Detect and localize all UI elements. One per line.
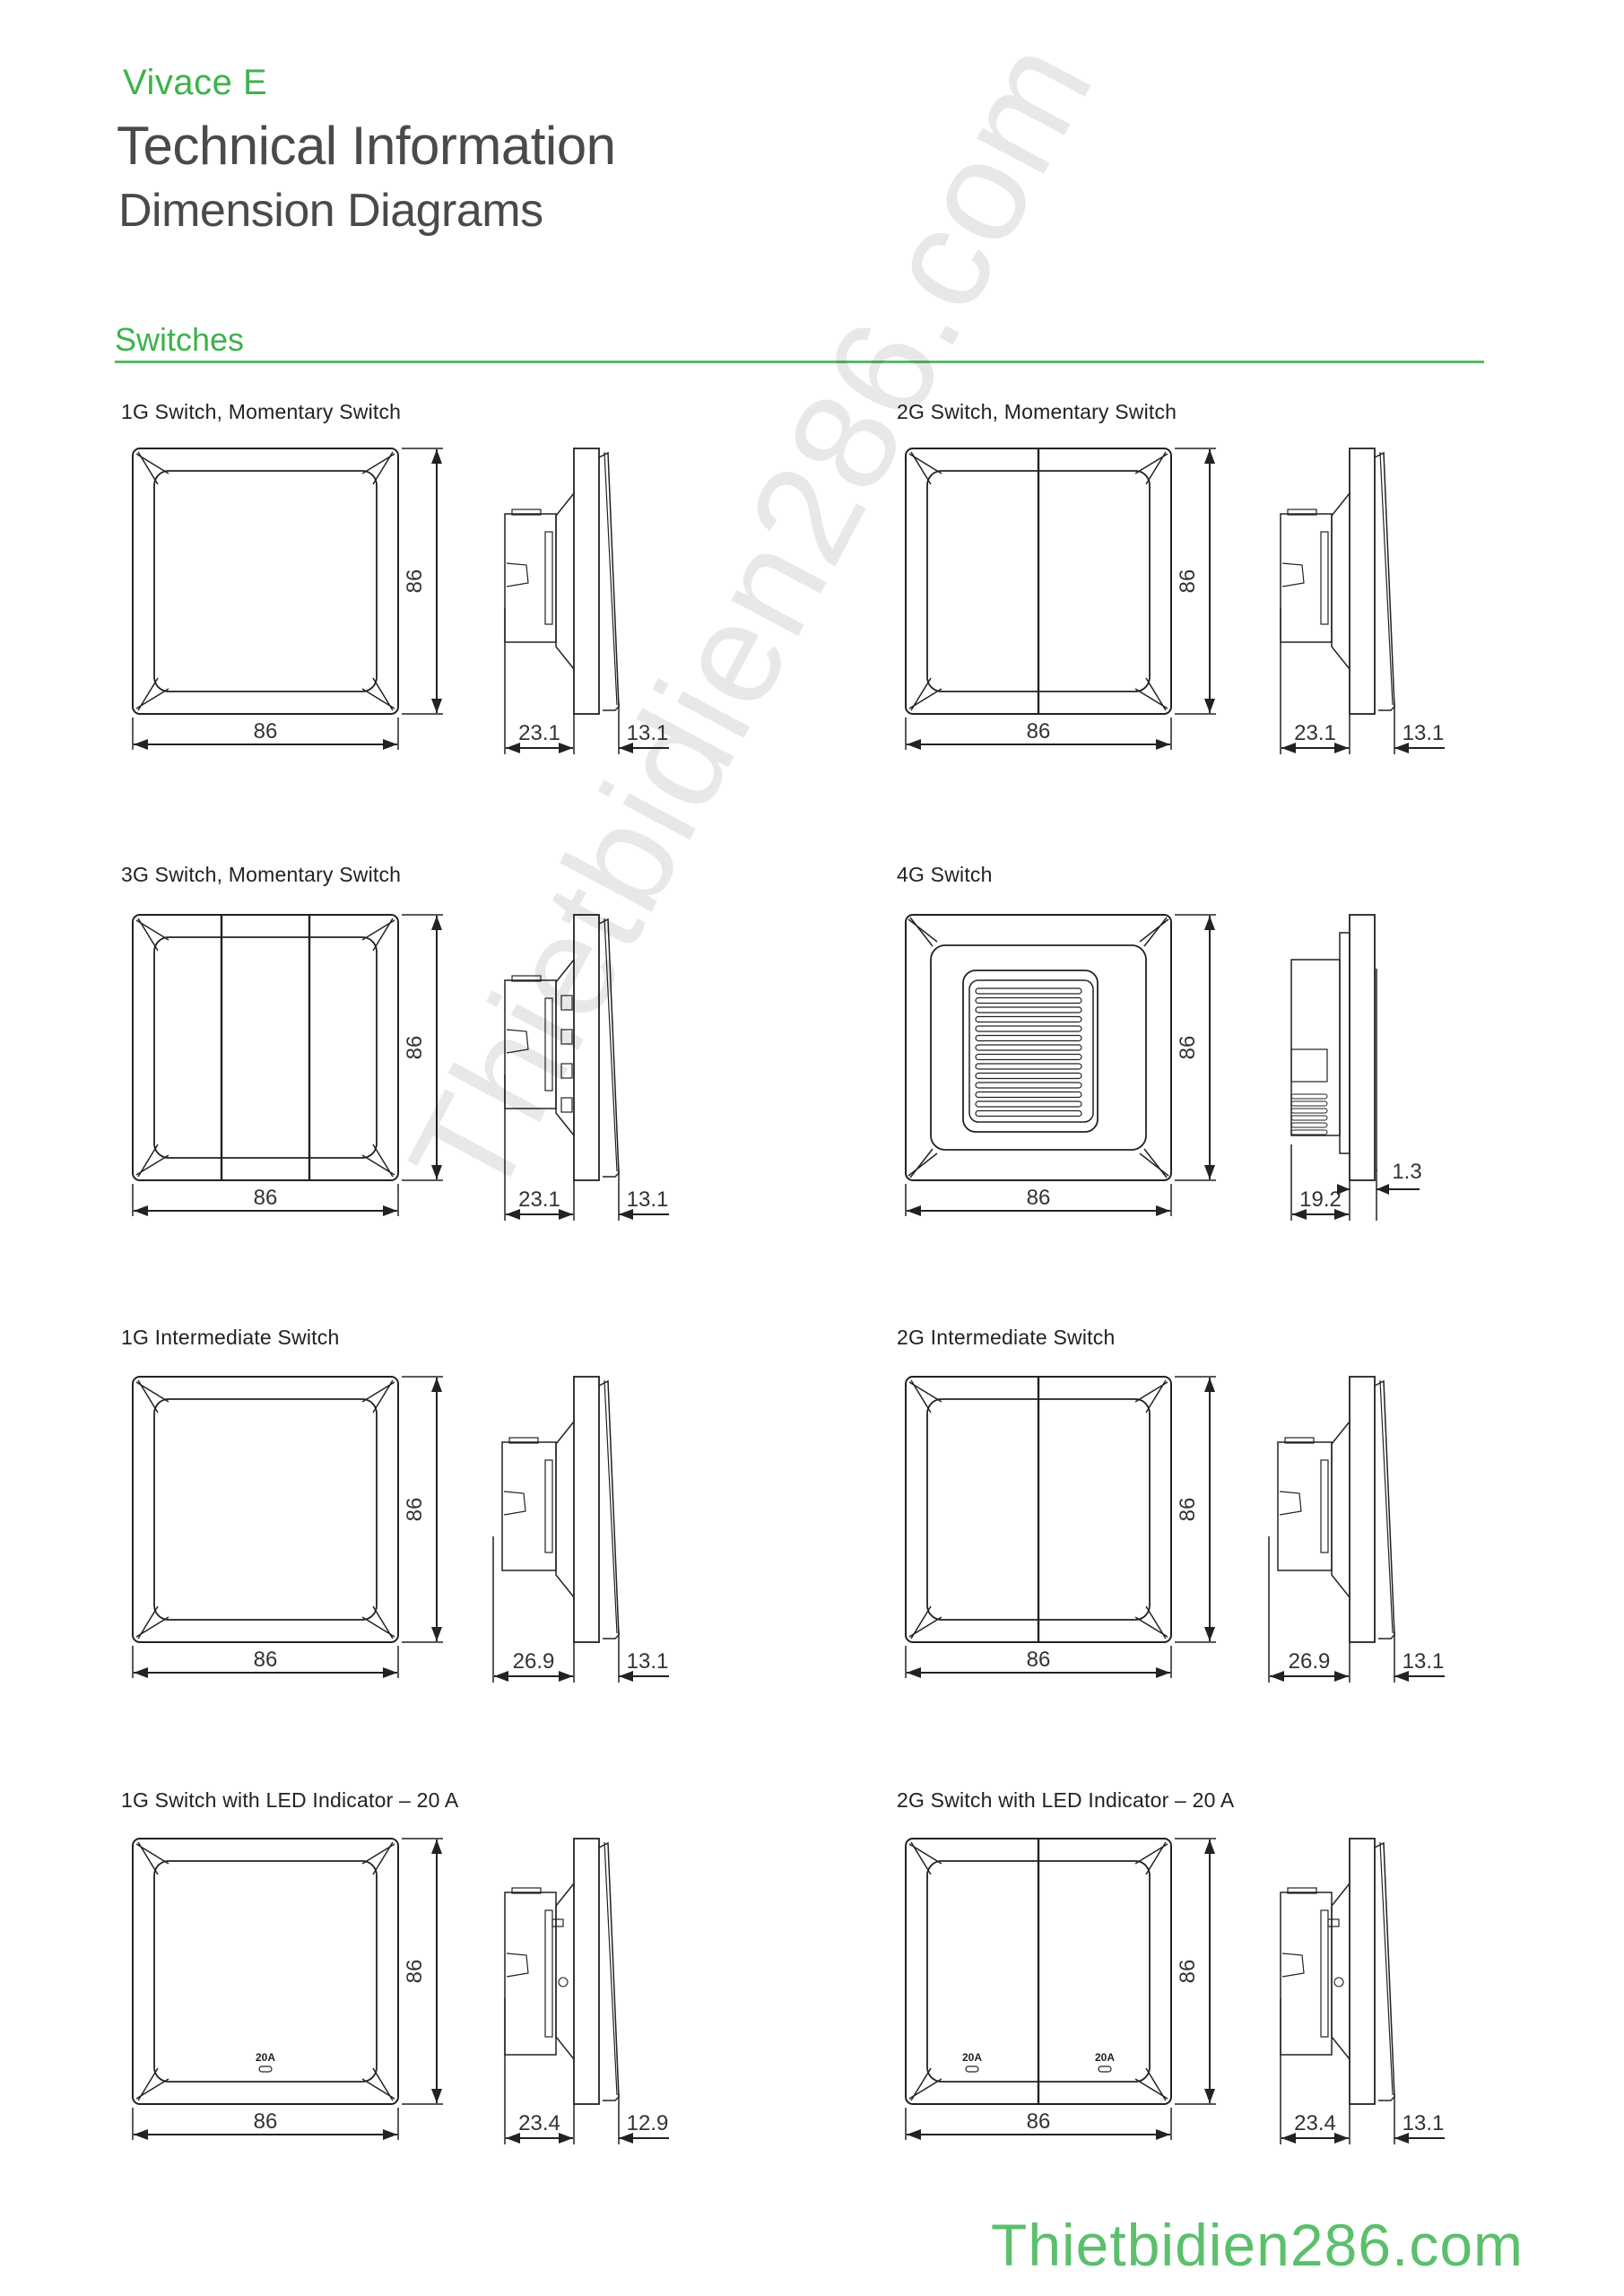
- side-view-diagram: 23.1 13.1: [1179, 448, 1445, 759]
- diagram-title: 1G Switch, Momentary Switch: [121, 400, 402, 423]
- page-title: Technical Information: [117, 116, 616, 176]
- brand-name: Vivace E: [123, 63, 268, 102]
- front-view-diagram: 86 86: [905, 448, 1225, 759]
- side-view-diagram: 23.1 13.1: [404, 448, 669, 759]
- depth-back-dimension: 23.1: [518, 721, 560, 745]
- depth-back-dimension: 26.9: [1289, 1649, 1331, 1674]
- front-view-diagram: 20A 86 86: [132, 1838, 452, 2149]
- side-view-diagram: 19.2 1.3: [1179, 914, 1422, 1225]
- depth-back-dimension: 23.1: [1294, 721, 1336, 745]
- diagram-title: 2G Intermediate Switch: [897, 1326, 1116, 1349]
- height-dimension: 86: [403, 570, 427, 594]
- depth-back-dimension: 19.2: [1299, 1187, 1342, 1212]
- height-dimension: 86: [403, 1960, 427, 1984]
- front-view-diagram: 86 86: [905, 914, 1225, 1225]
- height-dimension: 86: [1176, 1036, 1200, 1060]
- width-dimension: 86: [254, 1186, 278, 1210]
- diagram-title: 1G Switch with LED Indicator – 20 A: [121, 1788, 459, 1812]
- height-dimension: 86: [1176, 1498, 1200, 1522]
- width-dimension: 86: [1027, 719, 1051, 744]
- front-view-diagram: 86 86: [132, 914, 452, 1225]
- front-view-diagram: 86 86: [132, 1376, 452, 1687]
- side-view-diagram: 23.4 12.9: [404, 1838, 669, 2149]
- front-view-diagram: 86 86: [905, 1376, 1225, 1687]
- depth-front-dimension: 13.1: [627, 721, 669, 745]
- diagram-title: 4G Switch: [897, 863, 993, 886]
- depth-front-dimension: 12.9: [627, 2111, 669, 2135]
- width-dimension: 86: [254, 1648, 278, 1672]
- section-divider: [115, 361, 1484, 363]
- diagram-title: 2G Switch with LED Indicator – 20 A: [897, 1788, 1235, 1812]
- diagram-title: 3G Switch, Momentary Switch: [121, 863, 402, 886]
- svg-text:20A: 20A: [256, 2051, 275, 2064]
- depth-front-dimension: 1.3: [1392, 1160, 1421, 1184]
- depth-back-dimension: 23.4: [518, 2111, 560, 2135]
- diagram-title: 1G Intermediate Switch: [121, 1326, 340, 1349]
- diagram-title: 2G Switch, Momentary Switch: [897, 400, 1177, 423]
- side-view-diagram: 23.1 13.1: [404, 914, 669, 1225]
- depth-front-dimension: 13.1: [627, 1187, 669, 1212]
- width-dimension: 86: [1027, 1648, 1051, 1672]
- side-view-diagram: 26.9 13.1: [1179, 1376, 1445, 1687]
- depth-back-dimension: 23.1: [518, 1187, 560, 1212]
- page-subtitle: Dimension Diagrams: [118, 185, 543, 237]
- height-dimension: 86: [403, 1036, 427, 1060]
- side-view-diagram: 26.9 13.1: [404, 1376, 669, 1687]
- depth-front-dimension: 13.1: [627, 1649, 669, 1674]
- depth-front-dimension: 13.1: [1403, 1649, 1445, 1674]
- side-view-diagram: 23.4 13.1: [1179, 1838, 1445, 2149]
- width-dimension: 86: [254, 719, 278, 744]
- height-dimension: 86: [1176, 1960, 1200, 1984]
- depth-back-dimension: 26.9: [513, 1649, 555, 1674]
- height-dimension: 86: [1176, 570, 1200, 594]
- height-dimension: 86: [403, 1498, 427, 1522]
- svg-text:20A: 20A: [962, 2051, 982, 2064]
- width-dimension: 86: [1027, 2109, 1051, 2134]
- front-view-diagram: 86 86: [132, 448, 452, 759]
- footer-watermark: Thietbidien286.com: [991, 2212, 1524, 2278]
- depth-front-dimension: 13.1: [1403, 721, 1445, 745]
- width-dimension: 86: [1027, 1186, 1051, 1210]
- depth-front-dimension: 13.1: [1403, 2111, 1445, 2135]
- front-view-diagram: 20A 20A 86 86: [905, 1838, 1225, 2149]
- depth-back-dimension: 23.4: [1294, 2111, 1336, 2135]
- section-title: Switches: [115, 321, 245, 358]
- svg-text:20A: 20A: [1095, 2051, 1115, 2064]
- width-dimension: 86: [254, 2109, 278, 2134]
